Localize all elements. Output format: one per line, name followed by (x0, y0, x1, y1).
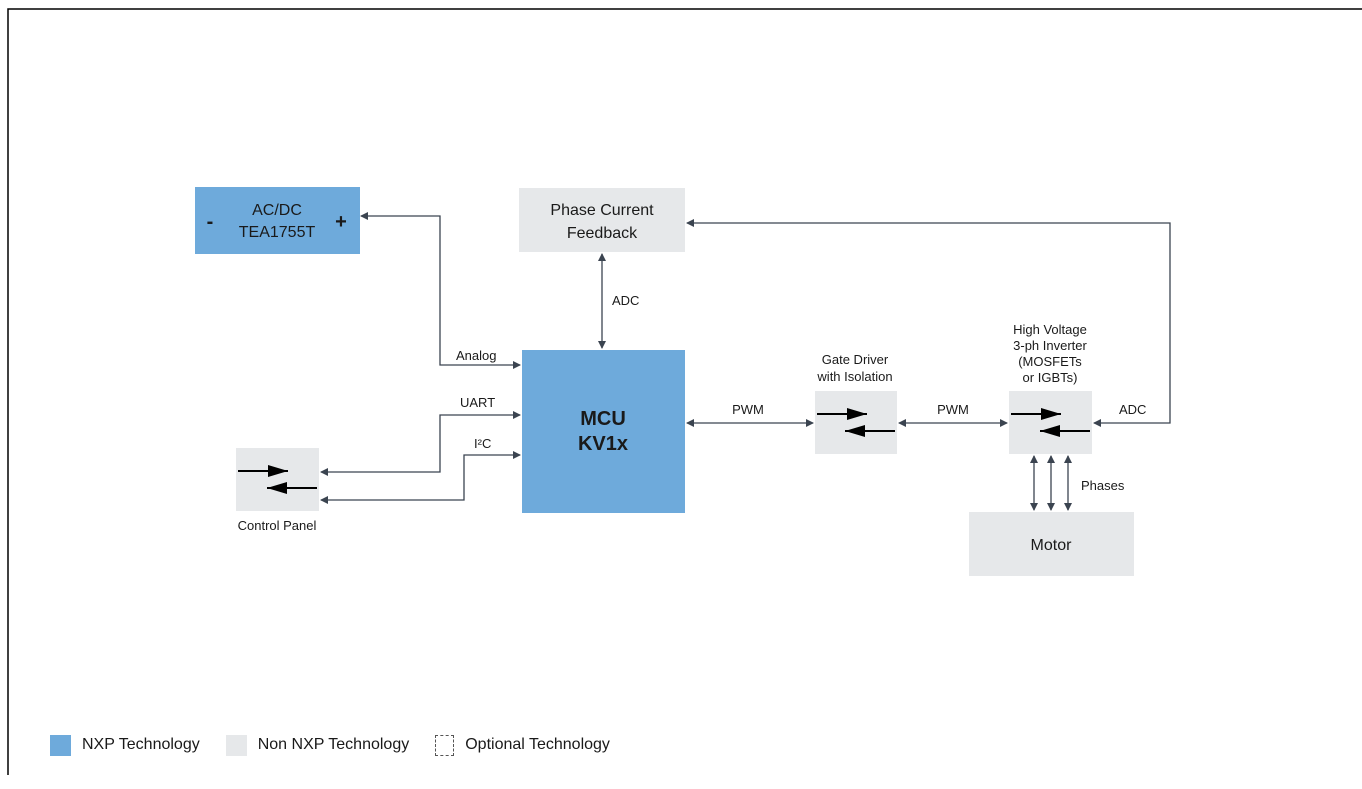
gate-driver-block: Gate Driver with Isolation (815, 352, 897, 454)
inverter-block: High Voltage 3-ph Inverter (MOSFETs or I… (1009, 322, 1092, 454)
motor-box (969, 512, 1134, 576)
analog-connector (360, 212, 521, 369)
gate-driver-label-line2: with Isolation (816, 369, 892, 384)
adc-feedback-connector (686, 219, 1171, 427)
legend-swatch-optional (435, 734, 455, 756)
legend-item-non-nxp: Non NXP Technology (225, 734, 410, 756)
legend: NXP Technology Non NXP Technology Option… (50, 734, 636, 756)
inverter-label-line1: High Voltage (1013, 322, 1087, 337)
phases-label: Phases (1081, 478, 1125, 493)
acdc-label-line1: AC/DC (252, 202, 302, 219)
acdc-box (195, 187, 360, 254)
legend-label-nxp: NXP Technology (82, 736, 200, 753)
acdc-block: AC/DC TEA1755T - + (195, 187, 360, 254)
legend-label-optional: Optional Technology (465, 736, 610, 753)
adc-top-label: ADC (612, 293, 639, 308)
i2c-connector (320, 451, 521, 504)
motor-block: Motor (969, 512, 1134, 576)
mcu-block: MCU KV1x (522, 350, 685, 513)
gate-driver-label-line1: Gate Driver (822, 352, 889, 367)
legend-label-non-nxp: Non NXP Technology (257, 736, 410, 753)
i2c-label: I²C (474, 436, 491, 451)
adc-right-label: ADC (1119, 402, 1146, 417)
frame-border (7, 8, 1362, 775)
analog-label: Analog (456, 348, 496, 363)
legend-swatch-non-nxp (225, 734, 247, 756)
control-panel-box (236, 448, 319, 511)
connections (320, 212, 1171, 511)
inverter-label-line3: (MOSFETs (1018, 354, 1082, 369)
uart-label: UART (460, 395, 495, 410)
acdc-plus-sign: + (335, 211, 347, 233)
gate-driver-box (815, 391, 897, 454)
mcu-box (522, 350, 685, 513)
phase-current-box (519, 188, 685, 252)
mcu-label-line2: KV1x (578, 433, 628, 455)
inverter-box (1009, 391, 1092, 454)
control-panel-label: Control Panel (238, 518, 317, 533)
acdc-minus-sign: - (207, 211, 214, 233)
legend-item-nxp: NXP Technology (50, 734, 200, 756)
inverter-label-line2: 3-ph Inverter (1013, 338, 1087, 353)
phase-current-label-line2: Feedback (567, 225, 638, 242)
inverter-label-line4: or IGBTs) (1023, 370, 1078, 385)
legend-item-optional: Optional Technology (435, 734, 610, 756)
acdc-label-line2: TEA1755T (239, 224, 316, 241)
pwm-mcu-gate-label: PWM (732, 402, 764, 417)
phase-current-label-line1: Phase Current (550, 202, 654, 219)
pwm-gate-inverter-label: PWM (937, 402, 969, 417)
control-panel-block: Control Panel (236, 448, 319, 533)
phase-current-block: Phase Current Feedback (519, 188, 685, 252)
legend-swatch-nxp (50, 734, 71, 756)
motor-label: Motor (1031, 537, 1073, 554)
bidirectional-arrows-icon (238, 465, 317, 494)
mcu-label-line1: MCU (580, 408, 626, 430)
